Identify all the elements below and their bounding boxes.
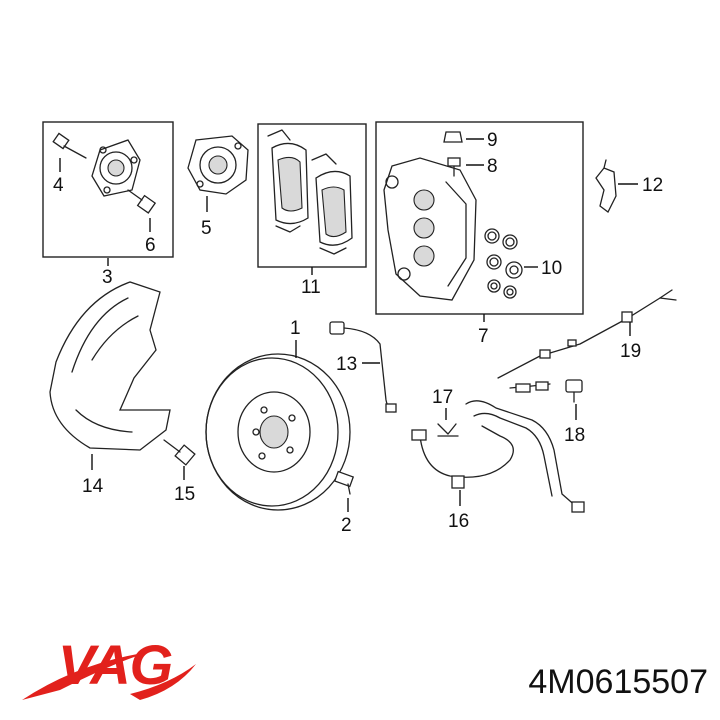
- callout-4: 4: [53, 175, 64, 196]
- brake-pad-left-part: [267, 129, 309, 233]
- group-box-7: [375, 121, 584, 315]
- brake-hose-16-part: [411, 400, 585, 513]
- callout-5: 5: [201, 218, 212, 239]
- bolt-6-part: [127, 189, 157, 214]
- hub-flange-part: [91, 139, 141, 197]
- callout-14: 14: [82, 476, 104, 497]
- callout-19: 19: [620, 341, 641, 362]
- callout-9: 9: [487, 130, 498, 151]
- callout-1: 1: [290, 318, 301, 339]
- bleeder-cap-9-part: [443, 131, 463, 143]
- callout-16: 16: [448, 511, 469, 532]
- callout-8: 8: [487, 156, 498, 177]
- clip-12-part: [595, 159, 617, 213]
- wear-sensor-13-part: [329, 321, 397, 413]
- callout-18: 18: [564, 425, 585, 446]
- abs-sensor-18-part: [565, 379, 583, 403]
- callout-7: 7: [478, 326, 489, 347]
- seal-rings-10-part: [484, 228, 523, 299]
- bolt-4-part: [52, 132, 87, 159]
- abs-cable-19-part: [497, 289, 677, 393]
- bleeder-screw-8-part: [447, 157, 461, 177]
- callout-17: 17: [432, 387, 453, 408]
- hose-clip-17-part: [437, 423, 459, 437]
- brand-swoosh-icon: [22, 652, 150, 700]
- wheel-bearing-part: [187, 135, 249, 195]
- screw-2-part: [333, 470, 355, 495]
- bolt-15-part: [163, 439, 196, 466]
- callout-12: 12: [642, 175, 663, 196]
- brake-pad-right-part: [311, 153, 353, 255]
- group-box-3: [42, 121, 174, 258]
- callout-2: 2: [341, 515, 352, 536]
- brake-caliper-part: [383, 157, 477, 301]
- callout-6: 6: [145, 235, 156, 256]
- callout-13: 13: [336, 354, 357, 375]
- callout-10: 10: [541, 258, 562, 279]
- brand-swoosh-tail-icon: [130, 664, 196, 700]
- brand-logo-text: VAG: [58, 633, 173, 696]
- part-number: 4M0615507: [528, 663, 708, 701]
- callout-11: 11: [301, 277, 321, 298]
- callout-3: 3: [102, 267, 113, 288]
- brake-disc-part: [205, 353, 351, 511]
- callout-15: 15: [174, 484, 195, 505]
- splash-shield-part: [49, 281, 171, 451]
